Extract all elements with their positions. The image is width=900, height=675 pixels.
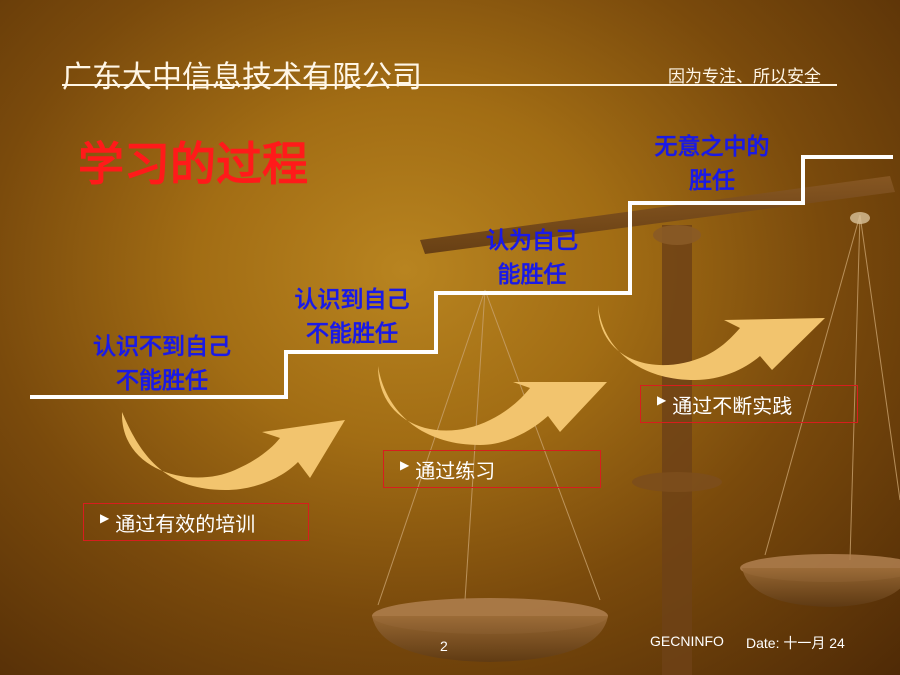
scale-beam <box>420 176 895 254</box>
transition-label-3: 通过不断实践 <box>672 393 793 418</box>
transition-box-2: ▶ 通过练习 <box>383 450 601 488</box>
step-label-4: 无意之中的 胜任 <box>627 130 797 198</box>
arrow-1 <box>121 412 345 490</box>
page-number: 2 <box>440 638 448 654</box>
bullet-icon: ▶ <box>400 458 410 472</box>
arrow-2 <box>378 366 607 445</box>
step-3-line-1: 认为自己 <box>486 228 578 254</box>
transition-label-1: 通过有效的培训 <box>115 511 256 536</box>
scale-pan-left <box>372 616 608 662</box>
bullet-icon: ▶ <box>657 393 667 407</box>
step-label-1: 认识不到自己 不能胜任 <box>72 330 252 398</box>
slide-title: 学习的过程 <box>78 137 308 191</box>
staircase-line <box>30 155 893 399</box>
arrow-3 <box>598 305 825 380</box>
step-2-line-1: 认识到自己 <box>294 287 410 313</box>
curved-arrows <box>121 305 825 490</box>
step-4-line-1: 无意之中的 <box>654 134 770 160</box>
bullet-icon: ▶ <box>100 511 110 525</box>
company-name: 广东大中信息技术有限公司 <box>62 60 422 95</box>
step-3-line-2: 能胜任 <box>497 262 567 288</box>
step-1-line-1: 认识不到自己 <box>93 334 231 360</box>
scale-pillar <box>662 225 692 675</box>
footer-date: Date: 十一月 24 <box>746 635 845 651</box>
header-rule <box>62 84 837 86</box>
step-2-line-2: 不能胜任 <box>306 321 398 347</box>
footer-org: GECNINFO <box>650 633 724 649</box>
step-label-3: 认为自己 能胜任 <box>462 224 602 292</box>
scale-pan-right <box>742 568 900 607</box>
transition-box-1: ▶ 通过有效的培训 <box>83 503 309 541</box>
transition-box-3: ▶ 通过不断实践 <box>640 385 858 423</box>
company-slogan: 因为专注、所以安全 <box>668 67 821 87</box>
step-4-line-2: 胜任 <box>689 168 735 194</box>
transition-label-2: 通过练习 <box>415 458 496 483</box>
step-label-2: 认识到自己 不能胜任 <box>272 283 432 351</box>
step-1-line-2: 不能胜任 <box>116 368 208 394</box>
